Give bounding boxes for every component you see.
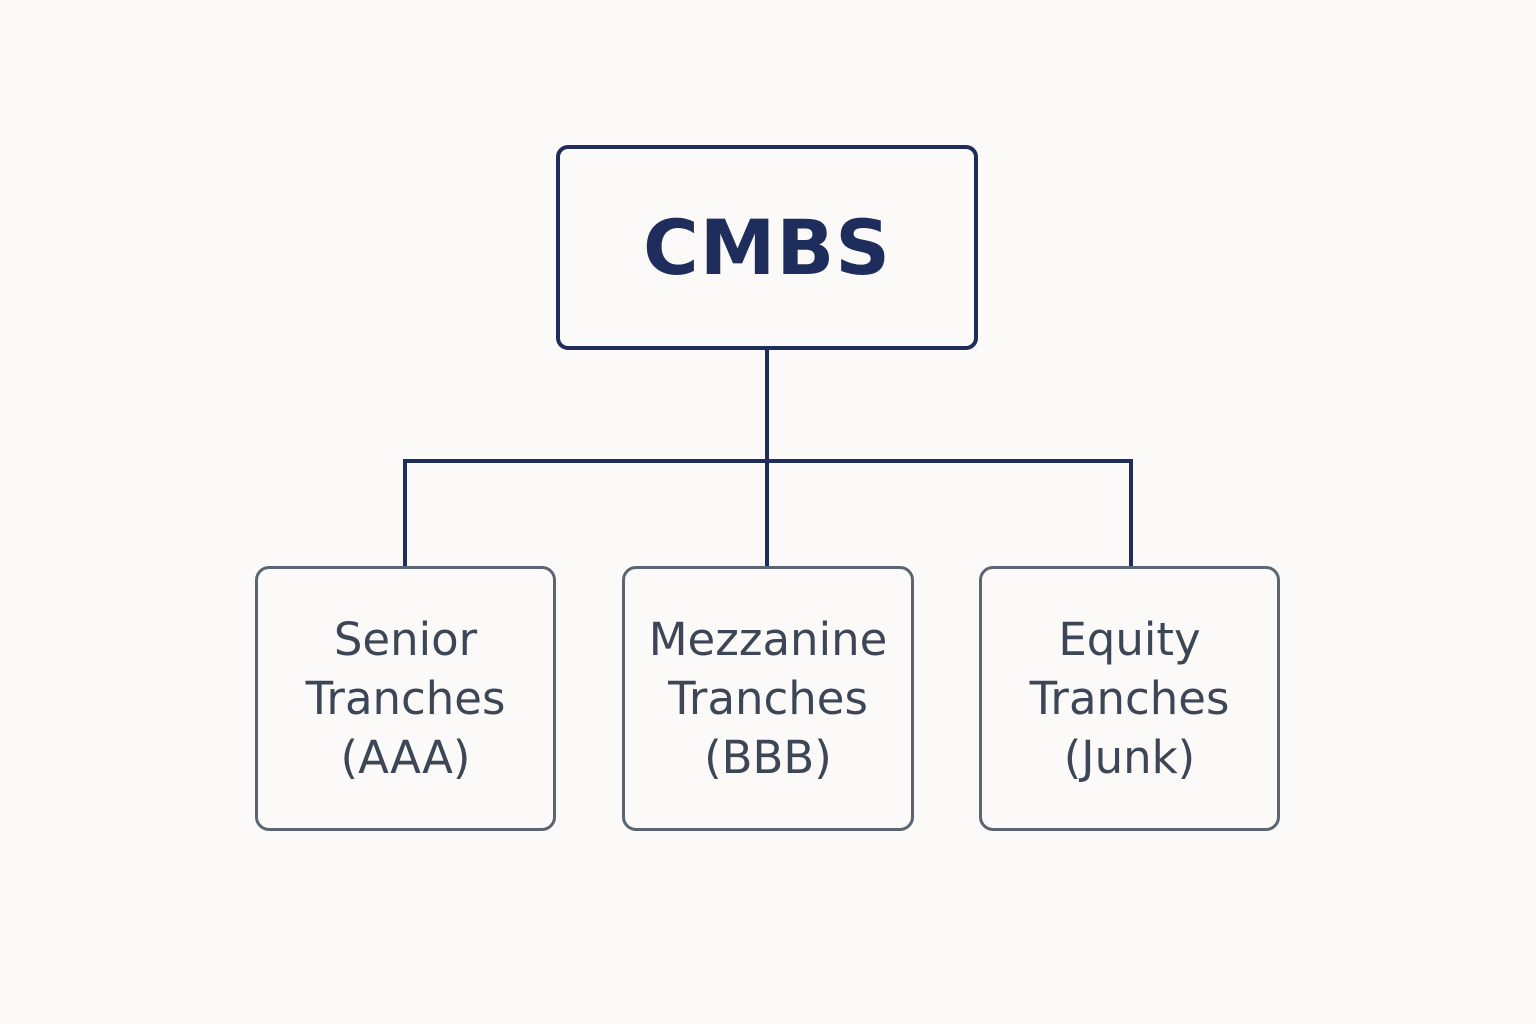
mezzanine-tranches-line-2: Tranches (668, 672, 868, 725)
senior-tranches-line-1: Senior (333, 613, 478, 666)
cmbs-root-node: CMBS (556, 145, 978, 350)
equity-tranches-line-2: Tranches (1029, 672, 1230, 725)
mezzanine-tranches-node: Mezzanine Tranches (BBB) (622, 566, 914, 831)
mezzanine-tranches-line-3: (BBB) (704, 731, 832, 784)
senior-tranches-node: Senior Tranches (AAA) (255, 566, 556, 831)
cmbs-root-label: CMBS (642, 203, 892, 292)
equity-tranches-node: Equity Tranches (Junk) (979, 566, 1280, 831)
mezzanine-tranches-line-1: Mezzanine (648, 613, 888, 666)
senior-tranches-line-3: (AAA) (340, 731, 471, 784)
equity-tranches-line-1: Equity (1058, 613, 1201, 666)
senior-tranches-line-2: Tranches (305, 672, 506, 725)
equity-tranches-line-3: (Junk) (1063, 731, 1196, 784)
